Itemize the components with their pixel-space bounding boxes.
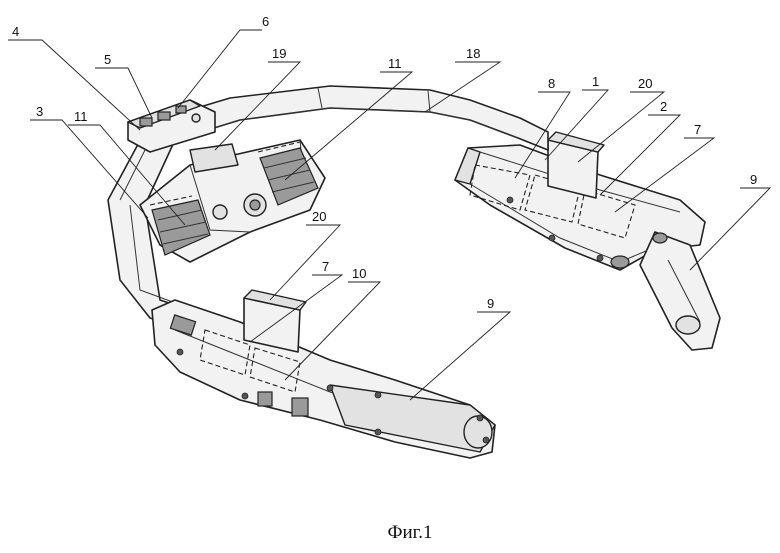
label-3: 3 — [36, 104, 43, 119]
left-connector-block — [244, 290, 306, 352]
figure-caption: Фиг.1 — [387, 522, 432, 543]
label-20-right: 20 — [638, 76, 652, 91]
top-hinge-block — [128, 100, 215, 152]
label-4: 4 — [12, 24, 19, 39]
label-7-left: 7 — [322, 259, 329, 274]
label-18: 18 — [466, 46, 480, 61]
label-6: 6 — [262, 14, 269, 29]
right-battery-case — [640, 232, 720, 350]
label-20-left: 20 — [312, 209, 326, 224]
label-8: 8 — [548, 76, 555, 91]
label-10: 10 — [352, 266, 366, 281]
label-2: 2 — [660, 99, 667, 114]
label-9-right: 9 — [750, 172, 757, 187]
label-5: 5 — [104, 52, 111, 67]
label-19: 19 — [272, 46, 286, 61]
label-11-top: 11 — [388, 56, 402, 71]
label-11-left: 11 — [74, 109, 88, 124]
label-7-right: 7 — [694, 122, 701, 137]
label-1: 1 — [592, 74, 599, 89]
label-9-left: 9 — [487, 296, 494, 311]
right-connector-block — [548, 132, 604, 198]
